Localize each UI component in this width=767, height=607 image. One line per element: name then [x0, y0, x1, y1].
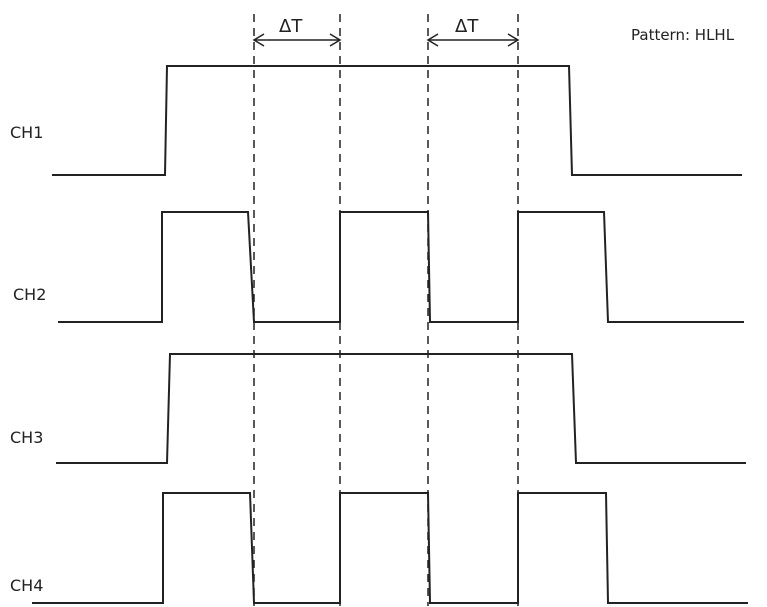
delta-t-arrowhead-left-1 — [252, 33, 265, 47]
channel-label-ch4: CH4 — [10, 576, 43, 595]
delta-t-label-1: ΔT — [279, 16, 303, 37]
delta-t-arrowhead-left-2 — [426, 33, 439, 47]
delta-t-arrowhead-right-2 — [507, 33, 520, 47]
channel-label-ch3: CH3 — [10, 428, 43, 447]
waveform-ch4 — [32, 492, 748, 604]
channel-label-ch1: CH1 — [10, 123, 43, 142]
delta-t-marker-1: ΔT — [252, 16, 342, 47]
delta-t-arrowhead-right-1 — [329, 33, 342, 47]
waveform-ch1 — [52, 65, 742, 176]
channel-label-ch2: CH2 — [13, 285, 46, 304]
delta-t-marker-2: ΔT — [426, 16, 520, 47]
waveform-ch2 — [58, 211, 744, 323]
pattern-label: Pattern: HLHL — [631, 26, 735, 44]
delta-t-label-2: ΔT — [455, 16, 479, 37]
waveform-ch3 — [56, 353, 746, 464]
